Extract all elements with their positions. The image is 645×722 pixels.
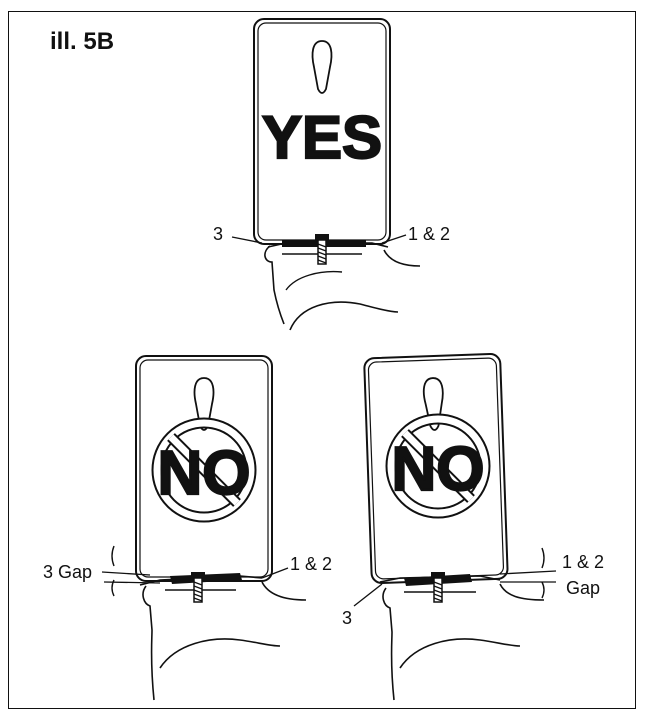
figure-title: ill. 5B [50, 28, 115, 55]
screw-top [314, 233, 330, 265]
panel-bottom-left: NO 3 Gap 1 & 2 [43, 355, 332, 701]
callout-gap-right: Gap [566, 578, 600, 598]
no-label-left: NO [158, 439, 251, 508]
figure-frame [8, 11, 636, 709]
callout-1-2-right: 1 & 2 [562, 552, 604, 572]
callout-1-2-top: 1 & 2 [408, 224, 450, 244]
screw-bottom-left [190, 571, 206, 603]
screw-bottom-right [430, 571, 446, 603]
no-label-right: NO [392, 435, 485, 504]
hand-top [264, 245, 285, 325]
callout-1-2-left: 1 & 2 [290, 554, 332, 574]
hand-bottom-left [142, 585, 155, 701]
panel-bottom-right: NO 1 & 2 Gap 3 [342, 352, 604, 701]
callout-3-gap-left: 3 Gap [43, 562, 92, 582]
yes-label: YES [262, 104, 382, 171]
callout-3-right: 3 [342, 608, 352, 628]
callout-3-top: 3 [213, 224, 223, 244]
panel-top: YES 3 1 & 2 [213, 18, 450, 331]
hand-bottom-right [382, 587, 395, 701]
